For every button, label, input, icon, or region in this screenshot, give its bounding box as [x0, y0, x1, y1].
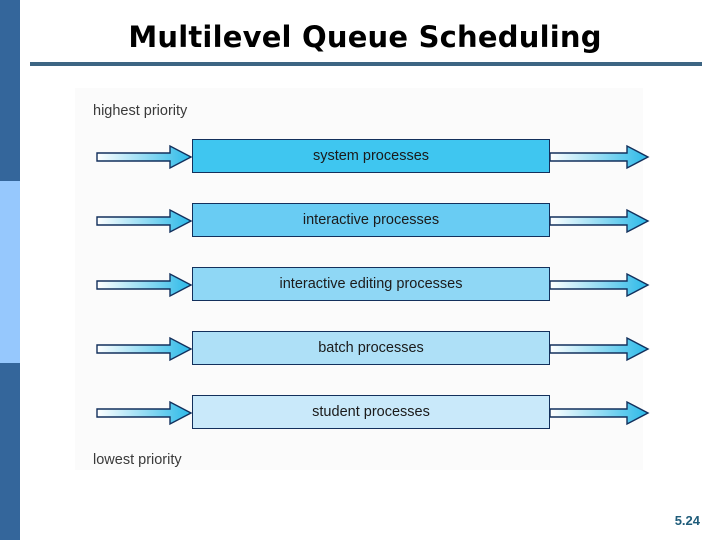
queue-box-label: batch processes	[318, 340, 424, 356]
page-number: 5.24	[674, 513, 700, 528]
queue-box: batch processes	[192, 331, 550, 365]
incoming-arrow	[96, 208, 193, 239]
side-rail-segment-bottom	[0, 363, 20, 540]
outgoing-arrow	[549, 272, 650, 303]
queue-box-label: interactive processes	[302, 212, 440, 228]
outgoing-arrow	[549, 144, 650, 175]
outgoing-arrow	[549, 336, 650, 367]
slide-side-rail	[0, 0, 20, 540]
queue-row: student processes	[0, 395, 720, 431]
outgoing-arrow	[549, 400, 650, 431]
incoming-arrow	[96, 400, 193, 431]
queue-row: interactive editing processes	[0, 267, 720, 303]
incoming-arrow	[96, 144, 193, 175]
side-rail-segment-middle	[0, 181, 20, 363]
queue-row: system processes	[0, 139, 720, 175]
slide-title: Multilevel Queue Scheduling	[128, 20, 602, 54]
side-rail-segment-top	[0, 0, 20, 181]
incoming-arrow	[96, 336, 193, 367]
title-divider-rule	[30, 62, 702, 66]
highest-priority-label: highest priority	[93, 103, 188, 119]
queue-row: interactive processes	[0, 203, 720, 239]
outgoing-arrow	[549, 208, 650, 239]
queue-box-label: interactive editing processes	[279, 276, 463, 292]
incoming-arrow	[96, 272, 193, 303]
queue-box-label: system processes	[312, 148, 430, 164]
queue-box: system processes	[192, 139, 550, 173]
queue-box: student processes	[192, 395, 550, 429]
queue-box-label: student processes	[312, 404, 430, 420]
lowest-priority-label: lowest priority	[93, 452, 182, 468]
queue-box: interactive processes	[192, 203, 550, 237]
queue-row: batch processes	[0, 331, 720, 367]
queue-box: interactive editing processes	[192, 267, 550, 301]
